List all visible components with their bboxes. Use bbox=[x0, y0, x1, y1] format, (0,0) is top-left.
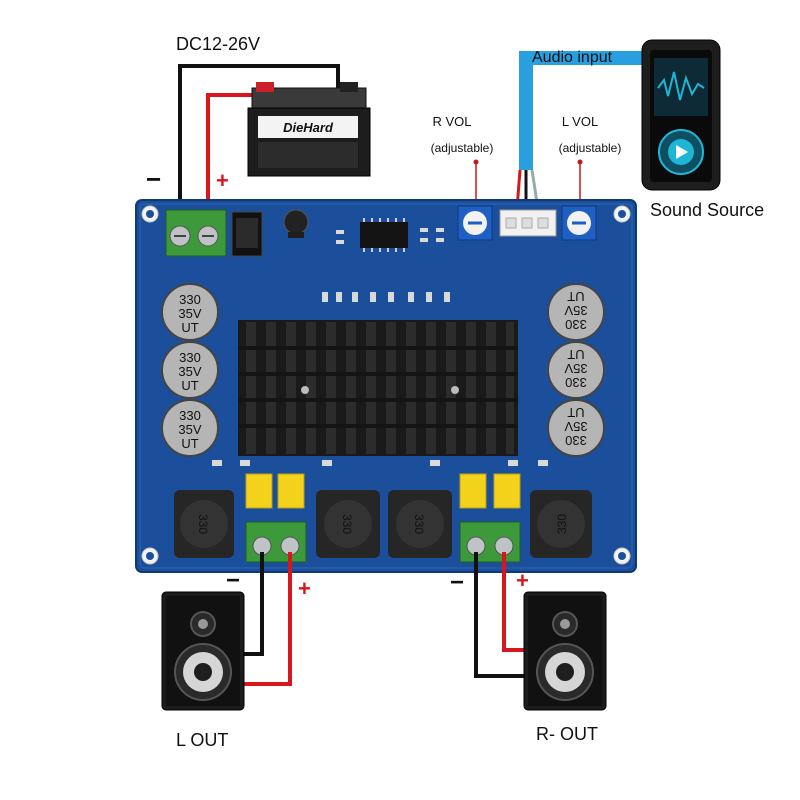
left-speaker-positive-wire bbox=[242, 552, 292, 686]
svg-text:330: 330 bbox=[565, 375, 587, 390]
amplifier-board: 330 35V UT 330 35V UT 330 35V UT 330 35V… bbox=[135, 199, 637, 573]
capacitor-right-1: 330 35V UT bbox=[547, 283, 605, 341]
svg-text:35V: 35V bbox=[178, 364, 201, 379]
svg-text:330: 330 bbox=[565, 433, 587, 448]
right-minus-label: − bbox=[450, 569, 464, 596]
svg-text:330: 330 bbox=[179, 350, 201, 365]
right-speaker-terminal bbox=[459, 521, 521, 563]
battery-brand-label: DieHard bbox=[283, 120, 334, 135]
l-out-label: L OUT bbox=[176, 730, 228, 750]
power-terminal bbox=[165, 209, 227, 257]
left-speaker-negative-wire bbox=[242, 552, 264, 656]
r-vol-note: (adjustable) bbox=[431, 141, 494, 155]
svg-text:UT: UT bbox=[567, 347, 584, 362]
right-speaker bbox=[523, 591, 607, 711]
left-plus-label: + bbox=[298, 576, 311, 601]
right-plus-label: + bbox=[516, 568, 529, 593]
r-out-label: R- OUT bbox=[536, 724, 598, 744]
battery: DieHard bbox=[247, 82, 371, 177]
audio-input-cable bbox=[519, 51, 650, 170]
l-vol-note: (adjustable) bbox=[559, 141, 622, 155]
inductor-3: 330 bbox=[388, 490, 452, 558]
smd-components bbox=[212, 228, 548, 466]
capacitor-left-2: 330 35V UT bbox=[161, 341, 219, 399]
battery-positive-wire bbox=[206, 93, 258, 232]
left-speaker-terminal bbox=[245, 521, 307, 563]
inductor-1: 330 bbox=[174, 490, 234, 558]
r-vol-potentiometer[interactable] bbox=[457, 205, 493, 241]
capacitor-right-2: 330 35V UT bbox=[547, 341, 605, 399]
svg-text:330: 330 bbox=[565, 317, 587, 332]
svg-text:UT: UT bbox=[181, 436, 198, 451]
ic-chip bbox=[360, 222, 408, 248]
inductor-4: 330 bbox=[530, 490, 592, 558]
r-vol-label: R VOL bbox=[432, 114, 471, 129]
svg-text:330: 330 bbox=[340, 514, 354, 534]
svg-text:35V: 35V bbox=[178, 306, 201, 321]
l-vol-potentiometer[interactable] bbox=[561, 205, 597, 241]
right-speaker-positive-wire bbox=[502, 552, 526, 652]
svg-text:330: 330 bbox=[196, 514, 210, 534]
left-speaker bbox=[161, 591, 245, 711]
battery-plus-label: + bbox=[216, 168, 229, 193]
heatsink bbox=[238, 320, 518, 456]
sound-source-player bbox=[641, 39, 721, 191]
l-vol-label: L VOL bbox=[562, 114, 598, 129]
capacitor-left-1: 330 35V UT bbox=[161, 283, 219, 341]
audio-input-connector[interactable] bbox=[499, 209, 557, 237]
film-capacitors bbox=[245, 473, 521, 509]
inductor-2: 330 bbox=[316, 490, 380, 558]
capacitor-right-3: 330 35V UT bbox=[547, 399, 605, 457]
svg-text:35V: 35V bbox=[178, 422, 201, 437]
svg-text:UT: UT bbox=[567, 289, 584, 304]
svg-text:35V: 35V bbox=[564, 361, 587, 376]
svg-text:UT: UT bbox=[181, 320, 198, 335]
left-minus-label: − bbox=[226, 567, 240, 594]
capacitor-left-3: 330 35V UT bbox=[161, 399, 219, 457]
svg-text:330: 330 bbox=[412, 514, 426, 534]
svg-text:35V: 35V bbox=[564, 303, 587, 318]
supply-voltage-label: DC12-26V bbox=[176, 34, 260, 54]
svg-text:330: 330 bbox=[179, 408, 201, 423]
svg-text:330: 330 bbox=[555, 514, 569, 534]
svg-text:35V: 35V bbox=[564, 419, 587, 434]
right-speaker-negative-wire bbox=[474, 552, 526, 678]
battery-negative-wire bbox=[178, 64, 340, 232]
svg-text:330: 330 bbox=[179, 292, 201, 307]
sound-source-label: Sound Source bbox=[650, 200, 764, 220]
battery-minus-label: − bbox=[146, 164, 161, 194]
svg-text:UT: UT bbox=[567, 405, 584, 420]
svg-text:UT: UT bbox=[181, 378, 198, 393]
audio-input-label: Audio input bbox=[532, 49, 613, 66]
small-capacitor bbox=[283, 209, 309, 235]
